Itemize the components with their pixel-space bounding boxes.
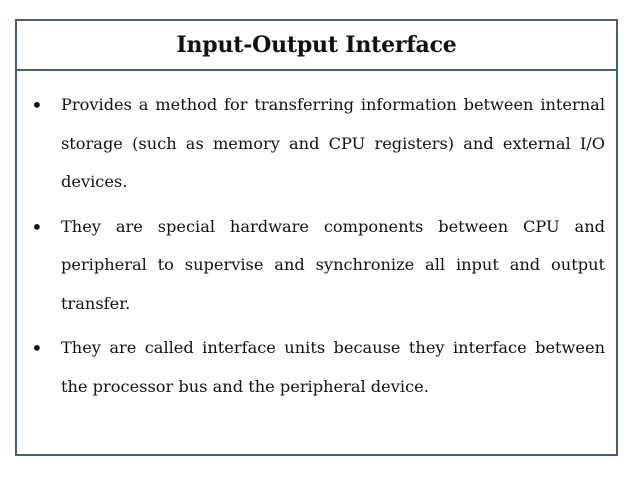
bullet-item: • Provides a method for transferring inf… [29, 86, 605, 202]
bullet-dot-icon: • [31, 214, 43, 239]
bullet-list: • Provides a method for transferring inf… [29, 86, 605, 412]
bullet-dot-icon: • [31, 93, 43, 117]
bullet-item: • They are called interface units becaus… [29, 329, 605, 406]
bullet-text: Provides a method for transferring infor… [61, 95, 605, 191]
bullet-item: • They are special hardware components b… [29, 208, 605, 324]
bullet-text: They are called interface units because … [61, 338, 605, 396]
slide-title: Input-Output Interface [176, 32, 457, 58]
slide-frame: Input-Output Interface • Provides a meth… [15, 19, 618, 456]
bullet-text: They are special hardware components bet… [61, 216, 605, 313]
title-bar: Input-Output Interface [17, 21, 616, 71]
bullet-dot-icon: • [31, 336, 43, 360]
